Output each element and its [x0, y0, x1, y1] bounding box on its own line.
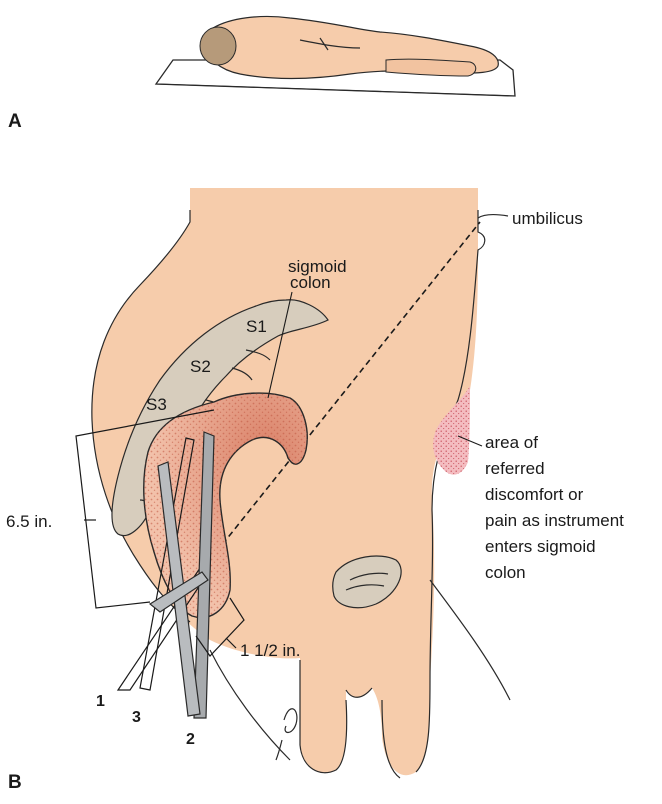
s2-label: S2: [190, 357, 211, 376]
depth-total-label: 6.5 in.: [6, 512, 52, 531]
depth-short-label: 1 1/2 in.: [240, 641, 301, 660]
referred-pain-label: area of referred discomfort or pain as i…: [485, 433, 624, 582]
referred-pain-line3: discomfort or: [485, 485, 584, 504]
patient-head: [200, 27, 236, 65]
instrument-3-label: 3: [132, 709, 141, 726]
instrument-1-label: 1: [96, 693, 105, 710]
umbilicus-label: umbilicus: [512, 209, 583, 228]
patient-legs: [386, 59, 476, 76]
panel-b-label: B: [8, 772, 22, 793]
s1-label: S1: [246, 317, 267, 336]
panel-a-prone-patient: [156, 16, 515, 96]
referred-pain-line1: area of: [485, 433, 538, 452]
panel-a-label: A: [8, 111, 22, 132]
referred-pain-line4: pain as instrument: [485, 511, 624, 530]
instrument-2-label: 2: [186, 731, 195, 748]
s3-label: S3: [146, 395, 167, 414]
referred-pain-line6: colon: [485, 563, 526, 582]
sigmoid-label-line2: colon: [290, 273, 331, 292]
umbilicus-mark: [478, 215, 508, 218]
referred-pain-line2: referred: [485, 459, 545, 478]
referred-pain-line5: enters sigmoid: [485, 537, 596, 556]
